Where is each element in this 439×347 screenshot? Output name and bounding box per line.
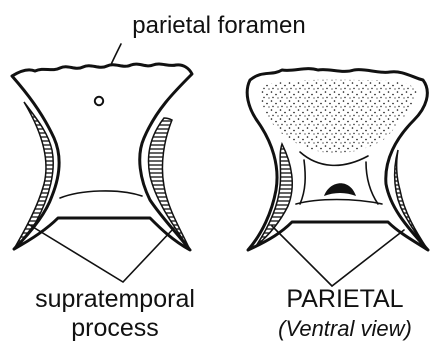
- parietal-title: PARIETAL: [286, 285, 403, 313]
- ventral-view-caption: (Ventral view): [278, 316, 412, 341]
- dorsal-bone-outline: [12, 64, 192, 250]
- process-pointer-left: [28, 224, 174, 282]
- process-pointer-right: [272, 226, 404, 286]
- supratemporal-label: supratemporal: [35, 285, 195, 313]
- parietal-bone-ventral: [247, 69, 428, 250]
- parietal-foramen: [95, 97, 103, 105]
- process-label: process: [71, 314, 159, 342]
- parietal-foramen-label: parietal foramen: [132, 12, 305, 39]
- parietal-bone-dorsal: [12, 64, 192, 250]
